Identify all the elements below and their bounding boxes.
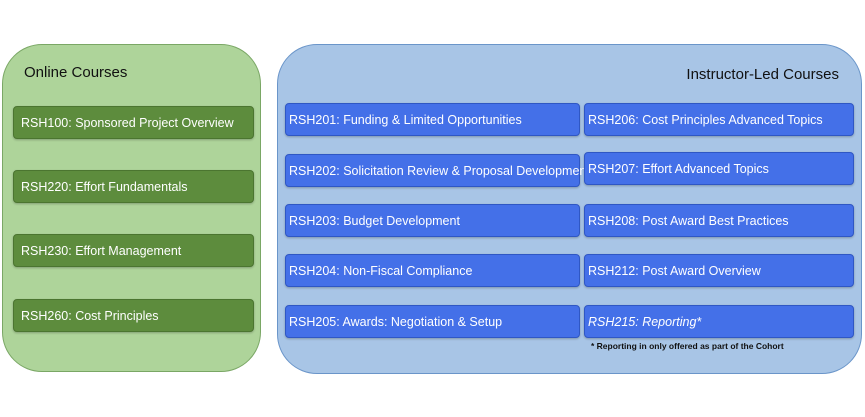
ilt-course-rsh203: RSH203: Budget Development — [285, 204, 580, 237]
online-course-rsh220: RSH220: Effort Fundamentals — [13, 170, 254, 203]
ilt-course-rsh202: RSH202: Solicitation Review & Proposal D… — [285, 154, 590, 187]
ilt-course-rsh205: RSH205: Awards: Negotiation & Setup — [285, 305, 580, 338]
ilt-course-rsh215: RSH215: Reporting* — [584, 305, 854, 338]
ilt-course-rsh212: RSH212: Post Award Overview — [584, 254, 854, 287]
instructor-led-courses-title: Instructor-Led Courses — [686, 66, 839, 83]
online-course-rsh230: RSH230: Effort Management — [13, 234, 254, 267]
ilt-course-rsh201: RSH201: Funding & Limited Opportunities — [285, 103, 580, 136]
online-courses-title: Online Courses — [24, 64, 128, 81]
online-course-rsh100: RSH100: Sponsored Project Overview — [13, 106, 254, 139]
online-courses-panel: Online Courses RSH100: Sponsored Project… — [2, 44, 261, 372]
ilt-course-rsh206: RSH206: Cost Principles Advanced Topics — [584, 103, 854, 136]
ilt-course-rsh208: RSH208: Post Award Best Practices — [584, 204, 854, 237]
cohort-footnote: * Reporting in only offered as part of t… — [591, 341, 784, 351]
ilt-course-rsh204: RSH204: Non-Fiscal Compliance — [285, 254, 580, 287]
instructor-led-courses-panel: Instructor-Led Courses RSH201: Funding &… — [277, 44, 862, 374]
ilt-course-rsh207: RSH207: Effort Advanced Topics — [584, 152, 854, 185]
online-course-rsh260: RSH260: Cost Principles — [13, 299, 254, 332]
